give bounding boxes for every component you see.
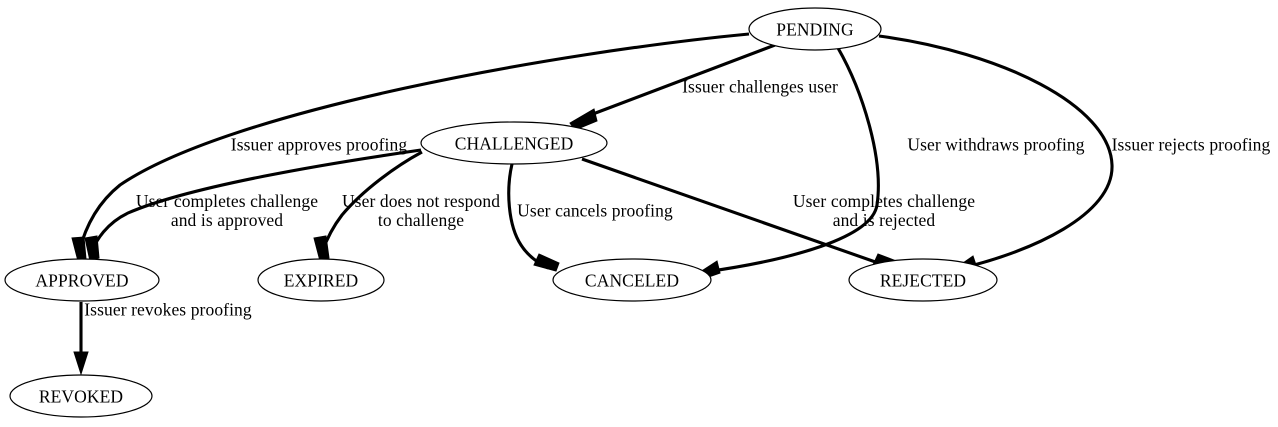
edge-path-challenged-expired bbox=[320, 150, 423, 253]
edge-path-challenged-rejected bbox=[581, 157, 885, 267]
edge-label-line-1: User does not respond bbox=[341, 191, 501, 211]
edge-label-challenged-approved: User completes challenge and is approved bbox=[136, 192, 318, 230]
edge-label-line-1: User completes challenge bbox=[135, 191, 319, 211]
edge-path-pending-canceled bbox=[704, 47, 880, 274]
edge-path-challenged-approved bbox=[89, 148, 422, 254]
edge-label-challenged-canceled: User cancels proofing bbox=[517, 200, 673, 221]
edge-path-pending-rejected bbox=[878, 34, 1114, 270]
edge-pending-rejected bbox=[878, 34, 1114, 277]
arrowhead-approved-2 bbox=[84, 235, 100, 262]
edge-label-pending-approved: Issuer approves proofing bbox=[230, 134, 408, 155]
edge-path-pending-approved bbox=[77, 32, 750, 253]
edge-path-pending-challenged bbox=[584, 43, 776, 119]
arrowhead-revoked bbox=[73, 351, 89, 376]
node-approved[interactable] bbox=[4, 258, 160, 302]
edge-label-line-2: to challenge bbox=[377, 210, 465, 230]
node-challenged[interactable] bbox=[420, 121, 608, 165]
edge-approved-revoked bbox=[73, 302, 89, 376]
arrowhead-expired bbox=[313, 235, 330, 262]
edge-label-challenged-rejected: User completes challenge and is rejected bbox=[793, 192, 975, 230]
edge-label-line-2: and is approved bbox=[170, 210, 284, 230]
edge-label-line-2: and is rejected bbox=[832, 210, 936, 230]
arrowhead-canceled-1 bbox=[533, 253, 560, 272]
node-rejected[interactable] bbox=[848, 258, 998, 302]
edge-challenged-canceled bbox=[507, 163, 560, 272]
edge-label-pending-canceled: User withdraws proofing bbox=[907, 134, 1085, 155]
edge-label-pending-rejected: Issuer rejects proofing bbox=[1111, 134, 1271, 155]
node-canceled[interactable] bbox=[552, 258, 712, 302]
node-expired[interactable] bbox=[257, 258, 385, 302]
edge-label-line-1: User completes challenge bbox=[792, 191, 976, 211]
edge-label-pending-challenged: Issuer challenges user bbox=[682, 76, 838, 97]
node-revoked[interactable] bbox=[9, 374, 153, 418]
arrowhead-approved-1 bbox=[71, 236, 87, 262]
edge-label-challenged-expired: User does not respond to challenge bbox=[342, 192, 500, 230]
edge-label-approved-revoked: Issuer revokes proofing bbox=[84, 299, 252, 320]
node-pending[interactable] bbox=[748, 7, 882, 51]
